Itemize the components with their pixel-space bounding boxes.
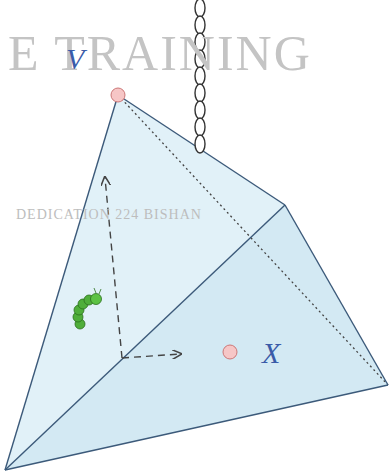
point-label: X	[262, 338, 280, 368]
dashed-arrow	[122, 354, 180, 358]
vertex-label: V	[66, 44, 84, 74]
chain-link	[195, 0, 205, 17]
hidden-edge	[118, 95, 388, 385]
chain-link	[195, 118, 205, 136]
chain-link	[195, 84, 205, 102]
point-dot	[223, 345, 237, 359]
caterpillar	[73, 288, 102, 329]
dashed-arrow	[105, 178, 122, 358]
watermark: DEDICATION 224 BISHAN	[16, 208, 202, 222]
lower-face	[5, 205, 388, 470]
edges	[5, 95, 388, 470]
chain-link	[195, 135, 205, 153]
watermark: E TRAINING	[8, 28, 312, 78]
vertex-dot	[111, 88, 125, 102]
chain-link	[195, 101, 205, 119]
